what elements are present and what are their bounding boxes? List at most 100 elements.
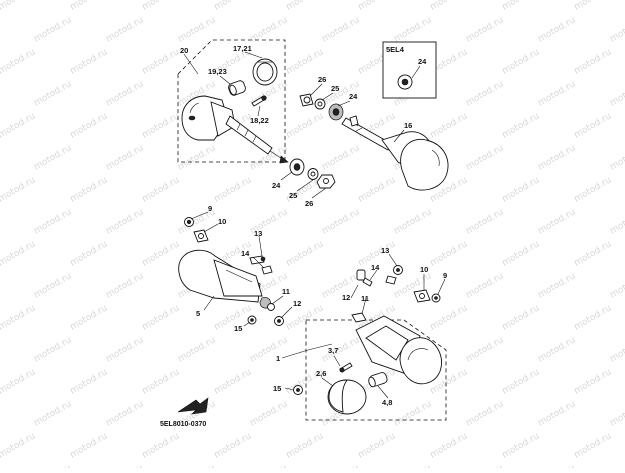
front-left-turn-signal [179, 218, 284, 326]
watermark-text: motod.ru [0, 335, 1, 364]
callout-10-right: 10 [420, 265, 428, 274]
watermark-text: motod.ru [393, 207, 434, 236]
watermark-text: motod.ru [105, 79, 146, 108]
watermark-text: motod.ru [393, 463, 434, 468]
callout-12-right: 12 [342, 293, 350, 302]
watermark-text: motod.ru [465, 335, 506, 364]
watermark-text: motod.ru [0, 399, 1, 428]
watermark-text: motod.ru [321, 207, 362, 236]
watermark-text: motod.ru [609, 463, 625, 468]
watermark-text: motod.ru [177, 463, 218, 468]
watermark-text: motod.ru [429, 239, 470, 268]
front-right-turn-signal-assembly [294, 266, 447, 421]
watermark-text: motod.ru [537, 463, 578, 468]
callout-14-right: 14 [371, 263, 380, 272]
watermark-text: motod.ru [33, 463, 74, 468]
watermark-text: motod.ru [69, 47, 110, 76]
watermark-text: motod.ru [213, 175, 254, 204]
watermark-text: motod.ru [501, 303, 542, 332]
watermark-text: motod.ru [501, 367, 542, 396]
watermark-text: motod.ru [0, 271, 1, 300]
watermark-text: motod.ru [429, 431, 470, 460]
watermark-text: motod.ru [69, 0, 110, 13]
watermark-text: motod.ru [177, 335, 218, 364]
watermark-text: motod.ru [573, 175, 614, 204]
watermark-text: motod.ru [537, 271, 578, 300]
watermark-text: motod.ru [573, 0, 614, 13]
watermark-text: motod.ru [285, 47, 326, 76]
callout-16: 16 [404, 121, 412, 130]
callout-13-left: 13 [254, 229, 262, 238]
watermark-text: motod.ru [213, 303, 254, 332]
callout-19-23: 19,23 [208, 67, 227, 76]
callout-9-left: 9 [208, 204, 212, 213]
watermark-text: motod.ru [501, 431, 542, 460]
watermark-text: motod.ru [609, 207, 625, 236]
watermark-text: motod.ru [69, 239, 110, 268]
watermark-text: motod.ru [33, 15, 74, 44]
watermark-text: motod.ru [0, 47, 37, 76]
watermark-text: motod.ru [141, 367, 182, 396]
inset-box-5el4: 5EL4 24 [383, 42, 436, 98]
watermark-text: motod.ru [213, 367, 254, 396]
watermark-text: motod.ru [141, 239, 182, 268]
watermark-text: motod.ru [609, 335, 625, 364]
watermark-text: motod.ru [501, 175, 542, 204]
watermark-text: motod.ru [501, 47, 542, 76]
watermark-text: motod.ru [105, 399, 146, 428]
watermark-text: motod.ru [537, 79, 578, 108]
watermark-text: motod.ru [213, 431, 254, 460]
callout-14-left: 14 [241, 249, 250, 258]
watermark-text: motod.ru [69, 175, 110, 204]
callout-15-left: 15 [234, 324, 242, 333]
watermark-text: motod.ru [609, 15, 625, 44]
callout-12-left: 12 [293, 299, 301, 308]
watermark-text: motod.ru [609, 271, 625, 300]
watermark-text: motod.ru [0, 239, 37, 268]
callout-3-7: 3,7 [328, 346, 338, 355]
watermark-text: motod.ru [537, 15, 578, 44]
watermark-text: motod.ru [429, 303, 470, 332]
watermark-text: motod.ru [141, 175, 182, 204]
callout-13-right: 13 [381, 246, 389, 255]
watermark-text: motod.ru [0, 431, 37, 460]
watermark-text: motod.ru [69, 303, 110, 332]
watermark-text: motod.ru [465, 399, 506, 428]
watermark-text: motod.ru [249, 399, 290, 428]
watermark-text: motod.ru [33, 143, 74, 172]
watermark-text: motod.ru [141, 111, 182, 140]
watermark-text: motod.ru [69, 111, 110, 140]
watermark-text: motod.ru [105, 207, 146, 236]
watermark-text: motod.ru [573, 239, 614, 268]
watermark-text: motod.ru [537, 335, 578, 364]
callout-24-top: 24 [349, 92, 358, 101]
watermark-text: motod.ru [0, 175, 37, 204]
watermark-text: motod.ru [33, 335, 74, 364]
watermark-text: motod.ru [321, 15, 362, 44]
callout-4-8: 4,8 [382, 398, 392, 407]
watermark-text: motod.ru [213, 0, 254, 13]
watermark-text: motod.ru [393, 15, 434, 44]
watermark-text: motod.ru [609, 143, 625, 172]
watermark-text: motod.ru [537, 143, 578, 172]
watermark-text: motod.ru [285, 431, 326, 460]
callout-25-top: 25 [331, 84, 339, 93]
watermark-text: motod.ru [33, 271, 74, 300]
inset-title: 5EL4 [386, 45, 405, 54]
watermark-text: motod.ru [0, 79, 1, 108]
watermark-text: motod.ru [105, 143, 146, 172]
callout-9-right: 9 [443, 271, 447, 280]
watermark-text: motod.ru [0, 463, 1, 468]
watermark-text: motod.ru [177, 15, 218, 44]
callout-11-right: 11 [361, 294, 369, 303]
watermark-text: motod.ru [573, 367, 614, 396]
watermark-text: motod.ru [465, 79, 506, 108]
watermark-text: motod.ru [285, 303, 326, 332]
callout-17-21: 17,21 [233, 44, 252, 53]
watermark-text: motod.ru [573, 303, 614, 332]
watermark-text: motod.ru [0, 367, 37, 396]
callout-15-right: 15 [273, 384, 281, 393]
watermark-text: motod.ru [141, 303, 182, 332]
watermark-text: motod.ru [501, 239, 542, 268]
